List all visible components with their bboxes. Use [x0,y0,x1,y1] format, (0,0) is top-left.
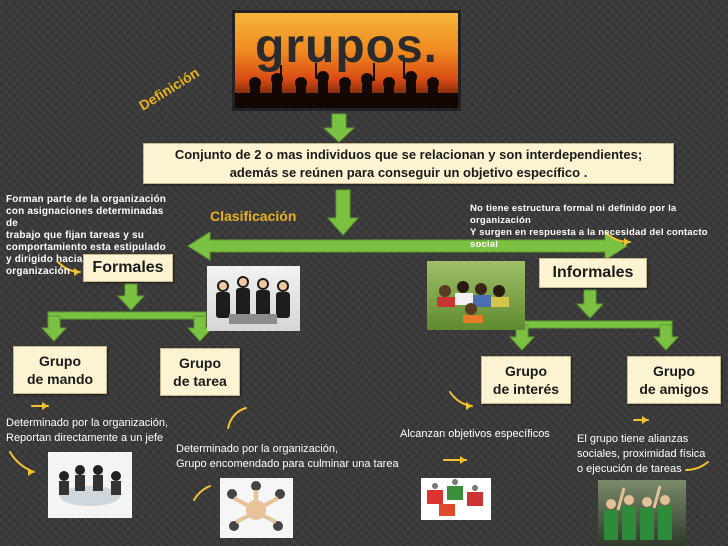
friends-group-photo [598,480,686,546]
definition-line-1: Conjunto de 2 o mas individuos que se re… [174,146,643,162]
arrow-to-interes [508,324,536,351]
arrow-to-amigos [652,324,680,351]
arrow-classification-split [187,231,628,261]
formales-note: Forman parte de la organización con asig… [6,194,167,277]
pointer-tarea [227,407,247,429]
interes-description: Alcanzan objetivos específicos [400,428,550,440]
definition-box: Conjunto de 2 o mas individuos que se re… [143,143,674,184]
pointer-desc-tarea [193,485,211,501]
mando-description: Determinado por la organización, Reporta… [6,417,169,444]
pointer-desc-mando [9,451,35,473]
business-team-photo [207,266,300,331]
grupo-de-interes-box: Grupo de interés [481,356,571,404]
header-logo-image: grupos. [232,10,461,111]
bar-informales [515,320,673,329]
informales-note: No tiene estructura formal ni definido p… [470,203,708,250]
informales-box: Informales [539,258,647,288]
crowd-silhouette-icon [235,61,458,108]
grupo-de-amigos-box: Grupo de amigos [627,356,721,404]
hands-together-photo [220,478,293,538]
arrow-definition-to-classification [326,189,360,236]
formales-box: Formales [83,254,173,282]
grupo-de-tarea-box: Grupo de tarea [160,348,240,396]
amigos-description: El grupo tiene alianzas sociales, proxim… [577,433,706,475]
arrow-to-tarea [186,315,214,342]
tarea-description: Determinado por la organización, Grupo e… [176,443,399,470]
arrow-informales-down [575,289,605,319]
definition-line-2: además se reúnen para conseguir un objet… [229,164,588,180]
arrow-formales-down [116,283,146,311]
classification-label: Clasificación [210,208,297,224]
arrow-header-to-definition [322,113,356,143]
puzzle-people-photo [421,478,491,520]
friends-grass-photo [427,261,525,330]
logo-text: grupos. [255,20,438,73]
bar-formales [47,311,207,320]
grupo-de-mando-box: Grupo de mando [13,346,107,394]
pointer-desc-amigos [685,461,709,471]
arrow-to-mando [40,315,68,342]
meeting-table-photo [48,452,132,518]
